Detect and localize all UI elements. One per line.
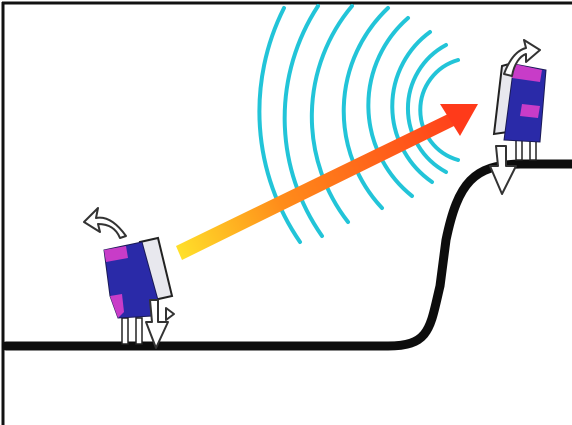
- device-leg: [136, 318, 142, 344]
- tilt-arrow-left: [84, 208, 126, 238]
- device-leg: [122, 318, 128, 344]
- beam-arrow-shaft: [176, 114, 454, 260]
- signal-wave-arc: [368, 18, 412, 196]
- signal-wave-arc: [392, 32, 432, 182]
- device-accent: [520, 104, 540, 118]
- signal-wave-arc: [344, 8, 388, 208]
- vertical-arrow-left-up: [166, 308, 174, 320]
- vertical-arrow-right: [490, 146, 516, 194]
